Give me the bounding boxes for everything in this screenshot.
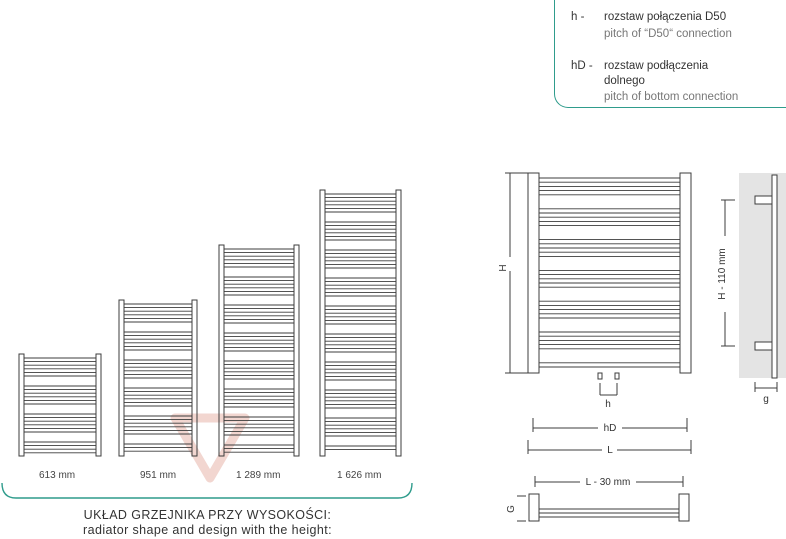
dim-H110-label: H - 110 mm	[717, 248, 728, 300]
legend-key-hd: hD -	[571, 60, 593, 72]
side-view	[721, 173, 786, 392]
height-label-1289: 1 289 mm	[236, 470, 281, 481]
radiator-right-upright	[395, 189, 402, 457]
upper-bracket	[754, 195, 773, 205]
top-view	[517, 476, 690, 522]
front-left-upright	[527, 172, 540, 374]
side-upright	[771, 174, 778, 379]
radiator-left-upright	[118, 299, 125, 457]
legend-en-h: pitch of “D50“ connection	[604, 28, 732, 40]
left-connection-stub	[597, 372, 603, 380]
legend-pl-hd: rozstaw podłączenia	[604, 60, 709, 72]
height-label-613: 613 mm	[39, 470, 76, 481]
dim-g-label: g	[763, 394, 769, 405]
dim-G-label: G	[506, 505, 517, 513]
dim-hD-label: hD	[604, 423, 617, 434]
dim-L30-label: L - 30 mm	[586, 477, 631, 488]
radiator-variant-4	[319, 189, 402, 457]
legend-en-hd: pitch of bottom connection	[604, 91, 739, 103]
dim-L-label: L	[607, 445, 613, 456]
caption-pl: UKŁAD GRZEJNIKA PRZY WYSOKOŚCI:	[83, 508, 332, 522]
radiator-height-variants	[18, 189, 402, 457]
radiator-left-upright	[319, 189, 326, 457]
legend-item-h: h - rozstaw połączenia D50 pitch of “D50…	[555, 10, 786, 46]
radiator-variant-3	[218, 244, 300, 457]
legend-pl-h: rozstaw połączenia D50	[604, 11, 727, 23]
radiator-right-upright	[191, 299, 198, 457]
front-view-bars	[539, 177, 680, 368]
legend-box: h - rozstaw połączenia D50 pitch of “D50…	[554, 0, 786, 108]
radiator-left-upright	[18, 353, 25, 457]
radiator-variant-1	[18, 353, 102, 457]
height-label-1626: 1 626 mm	[337, 470, 382, 481]
dim-H-label: H	[498, 264, 509, 271]
caption-en: radiator shape and design with the heigh…	[83, 523, 332, 537]
legend-key-h: h -	[571, 11, 585, 23]
legend-pl2-hd: dolnego	[604, 75, 645, 87]
radiator-left-upright	[218, 244, 225, 457]
lower-bracket	[754, 341, 773, 351]
dim-h-label: h	[605, 399, 611, 410]
height-label-951: 951 mm	[140, 470, 177, 481]
top-left-upright	[528, 493, 540, 522]
front-right-upright	[679, 172, 692, 374]
radiator-variant-2	[118, 299, 198, 457]
legend-item-hd: hD - rozstaw podłączenia dolnego pitch o…	[555, 59, 786, 107]
radiator-right-upright	[293, 244, 300, 457]
radiator-right-upright	[95, 353, 102, 457]
right-connection-stub	[614, 372, 620, 380]
top-right-upright	[678, 493, 690, 522]
caption-bracket	[1, 482, 413, 499]
front-view	[505, 172, 692, 454]
